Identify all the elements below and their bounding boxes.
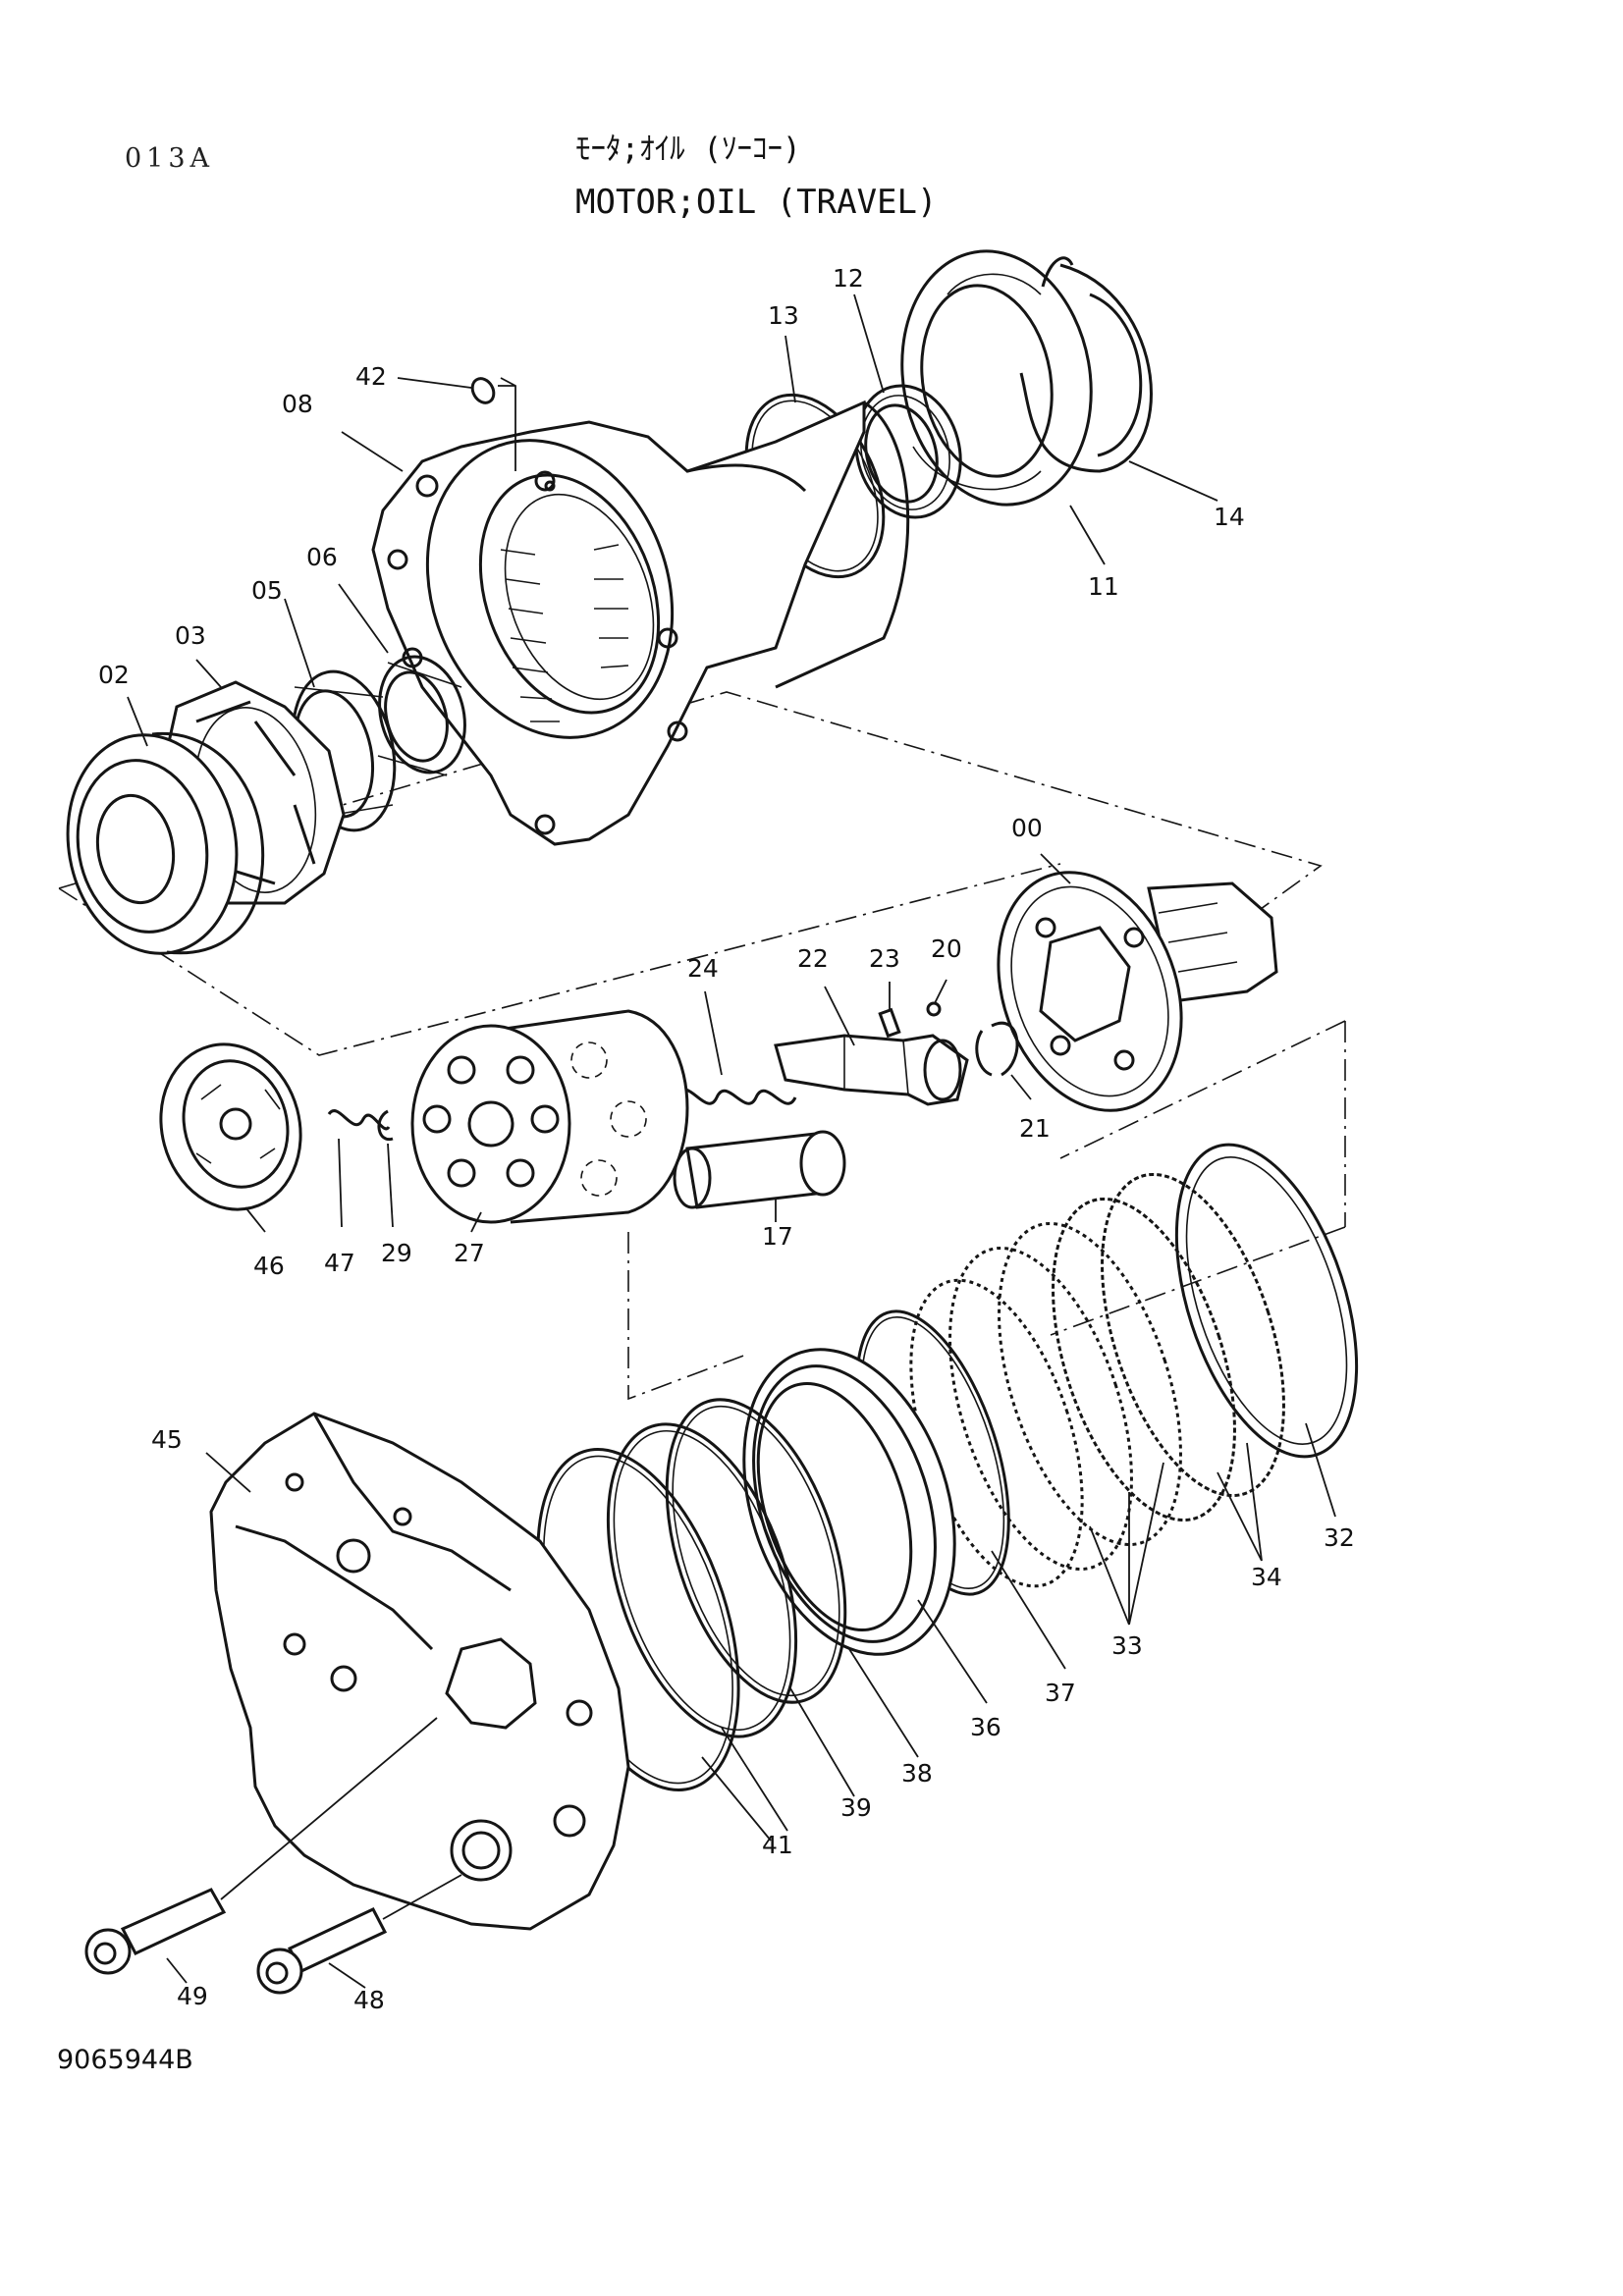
callout-22: 22 [797, 944, 829, 973]
piston-icon [673, 1130, 846, 1209]
valve-body-icon [209, 1412, 630, 1931]
title-japanese: ﾓｰﾀ;ｵｲﾙ (ｿｰｺｰ) [575, 132, 801, 167]
callout-13: 13 [768, 301, 799, 330]
callout-23: 23 [869, 944, 900, 973]
callout-11: 11 [1088, 572, 1119, 601]
callout-37: 37 [1045, 1679, 1076, 1707]
callout-34: 34 [1251, 1563, 1282, 1591]
callout-46: 46 [253, 1252, 285, 1280]
housing-icon [371, 400, 910, 846]
callout-08: 08 [282, 390, 313, 418]
brake-piston-icon [742, 1348, 956, 1656]
group-outline-brake [627, 1020, 1346, 1401]
seal-ring-icon [900, 249, 1093, 507]
snap-ring-icon [1019, 256, 1153, 473]
callout-27: 27 [454, 1239, 485, 1267]
o-ring-icon [470, 377, 496, 404]
callout-labels: 42 08 13 12 14 11 06 05 03 02 00 24 22 2… [98, 264, 1355, 2014]
o-ring-icon [665, 1398, 847, 1704]
callout-24: 24 [687, 954, 719, 983]
callout-21: 21 [1019, 1114, 1051, 1143]
callout-05: 05 [251, 576, 283, 605]
pin-icon [878, 1007, 901, 1039]
spring-icon [327, 1109, 391, 1131]
callout-33: 33 [1111, 1631, 1143, 1660]
page-code: 013A [125, 143, 215, 174]
swash-plate-icon [159, 1042, 302, 1211]
plate-icon [1174, 1143, 1359, 1459]
callout-02: 02 [98, 661, 130, 689]
spool-icon [774, 1034, 969, 1106]
ball-icon [926, 1001, 942, 1017]
snap-ring-icon [975, 1021, 1019, 1077]
callout-03: 03 [175, 621, 206, 650]
callout-32: 32 [1324, 1523, 1355, 1552]
callout-48: 48 [353, 1986, 385, 2014]
planetary-carrier-icon [997, 871, 1278, 1112]
leader-lines [127, 294, 1336, 1989]
callout-29: 29 [381, 1239, 412, 1267]
callout-14: 14 [1214, 503, 1245, 531]
seal-ring-icon [854, 384, 962, 519]
callout-49: 49 [177, 1982, 208, 2010]
callout-12: 12 [833, 264, 864, 293]
callout-47: 47 [324, 1249, 355, 1277]
page-title: MOTOR;OIL (TRAVEL) [575, 183, 938, 222]
callout-38: 38 [901, 1759, 933, 1788]
callout-42: 42 [355, 362, 387, 391]
callout-41: 41 [762, 1831, 793, 1859]
callout-39: 39 [840, 1793, 872, 1822]
callout-20: 20 [931, 934, 962, 963]
bolt-icon [84, 1717, 438, 1975]
callout-45: 45 [151, 1425, 183, 1454]
callout-00: 00 [1011, 814, 1043, 842]
bolt-icon [256, 1874, 462, 1995]
callout-06: 06 [306, 543, 338, 571]
document-number: 9065944B [57, 2045, 193, 2075]
separator-plate-icon [1052, 1172, 1285, 1522]
callout-17: 17 [762, 1222, 793, 1251]
leader-42 [498, 377, 516, 471]
snap-ring-icon [377, 1109, 394, 1142]
cylinder-block-icon [410, 1009, 689, 1224]
o-ring-icon [606, 1422, 798, 1738]
bearing-icon [66, 732, 265, 955]
spring-icon [676, 1088, 797, 1105]
callout-36: 36 [970, 1713, 1001, 1741]
